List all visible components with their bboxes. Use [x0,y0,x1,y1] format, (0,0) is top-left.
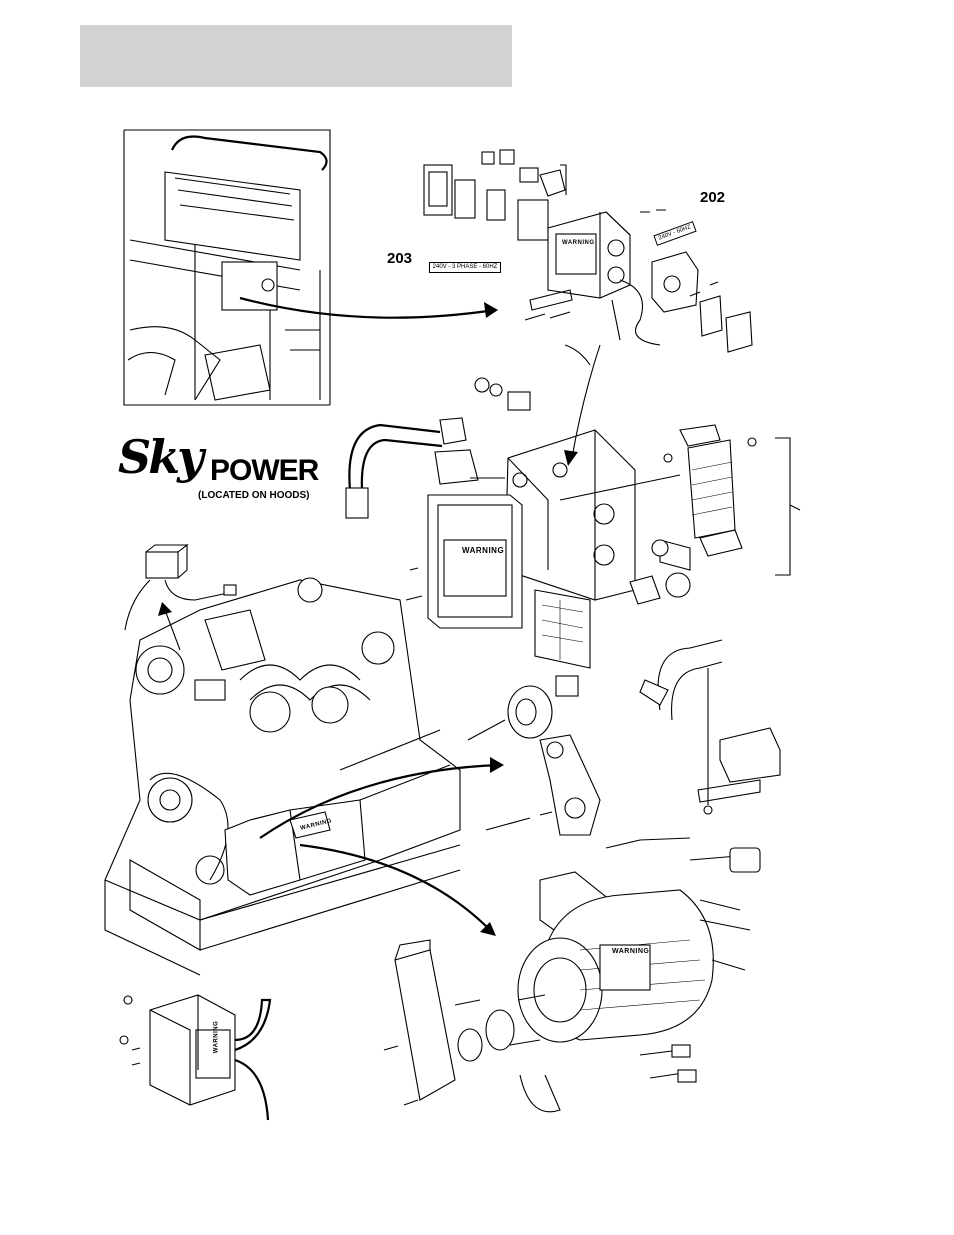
sensor-bracket [640,640,780,814]
logo-power-text: POWER [210,454,318,488]
pulley-tensioner [468,676,600,835]
skypower-logo: Sky POWER (LOCATED ON HOODS) [118,428,330,508]
control-box-assembly [424,150,752,365]
generator-assembly [384,838,760,1112]
machine-frame-view [124,130,330,405]
arrow-to-control-box [240,298,495,318]
callout-202: 202 [700,189,725,206]
logo-subtitle: (LOCATED ON HOODS) [198,490,309,501]
small-junction-box [120,995,270,1120]
warning-label-small-box: WARNING [213,1021,219,1054]
junction-box-assembly [346,345,800,668]
data-plate-203: 240V - 3 PHASE - 60HZ [429,262,501,273]
warning-label-control-box: WARNING [562,240,595,246]
warning-label-generator: WARNING [612,948,649,955]
warning-label-junction-box: WARNING [462,546,504,555]
logo-sky-text: Sky [118,430,201,484]
callout-203: 203 [387,250,412,267]
arrow-to-relay [165,610,180,650]
